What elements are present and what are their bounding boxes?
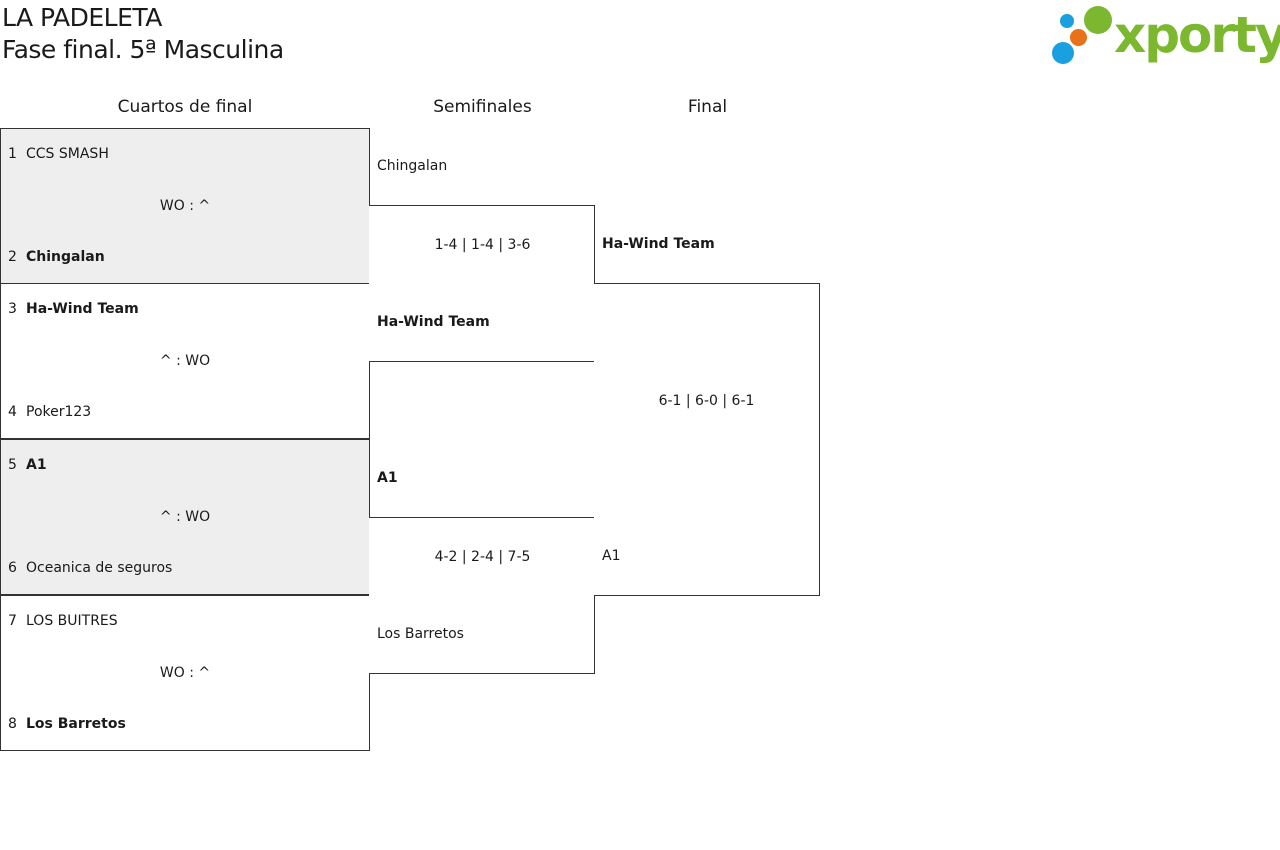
seed-number: 7 (8, 613, 17, 629)
semifinal-team: Chingalan (377, 158, 448, 174)
match-score: ^ : WO (159, 509, 211, 525)
team-name-winner: Chingalan (26, 249, 105, 265)
match-team: 7 LOS BUITRES (8, 612, 118, 630)
logo-dot-icon (1052, 42, 1074, 64)
match-team: 5 A1 (8, 456, 47, 474)
seed-number: 4 (8, 404, 17, 420)
seed-number: 1 (8, 146, 17, 162)
match-score: WO : ^ (159, 665, 211, 681)
seed-number: 6 (8, 560, 17, 576)
seed-number: 3 (8, 301, 17, 317)
round-heading-final: Final (687, 97, 728, 117)
match-team: 2 Chingalan (8, 248, 105, 266)
seed-number: 8 (8, 716, 17, 732)
tournament-title: LA PADELETA (2, 3, 162, 32)
quarterfinal-match-3[interactable]: 5 A1 ^ : WO 6 Oceanica de seguros (0, 439, 370, 595)
tournament-subtitle: Fase final. 5ª Masculina (2, 35, 284, 64)
team-name-winner: A1 (26, 457, 47, 473)
quarterfinal-match-2[interactable]: 3 Ha-Wind Team ^ : WO 4 Poker123 (0, 283, 370, 439)
semifinal-match-2[interactable] (369, 517, 595, 674)
semifinal-team: Los Barretos (377, 626, 464, 642)
semifinal-team-winner: A1 (377, 470, 398, 486)
xporty-logo[interactable]: xporty (1050, 3, 1280, 67)
match-team: 1 CCS SMASH (8, 145, 109, 163)
final-team: A1 (602, 548, 621, 564)
team-name-winner: Ha-Wind Team (26, 301, 139, 317)
match-team: 3 Ha-Wind Team (8, 300, 139, 318)
seed-number: 5 (8, 457, 17, 473)
logo-dot-icon (1070, 29, 1087, 46)
semifinal-match-1[interactable] (369, 205, 595, 362)
final-team-winner: Ha-Wind Team (602, 236, 715, 252)
team-name: LOS BUITRES (26, 613, 118, 629)
quarterfinal-match-4[interactable]: 7 LOS BUITRES WO : ^ 8 Los Barretos (0, 595, 370, 751)
semifinal-team-winner: Ha-Wind Team (377, 314, 490, 330)
match-score: WO : ^ (159, 198, 211, 214)
team-name: Poker123 (26, 404, 92, 420)
logo-dot-icon (1084, 6, 1112, 34)
match-team: 8 Los Barretos (8, 715, 126, 733)
team-name: CCS SMASH (26, 146, 109, 162)
team-name-winner: Los Barretos (26, 716, 126, 732)
logo-dot-icon (1060, 14, 1074, 28)
round-heading-semifinals: Semifinales (433, 97, 532, 117)
match-team: 4 Poker123 (8, 403, 91, 421)
quarterfinal-match-1[interactable]: 1 CCS SMASH WO : ^ 2 Chingalan (0, 128, 370, 284)
match-score: ^ : WO (159, 353, 211, 369)
semifinal-score: 1-4 | 1-4 | 3-6 (434, 237, 531, 253)
match-team: 6 Oceanica de seguros (8, 559, 172, 577)
final-match[interactable] (594, 283, 820, 596)
semifinal-score: 4-2 | 2-4 | 7-5 (434, 549, 531, 565)
logo-wordmark: xporty (1114, 6, 1280, 64)
round-heading-quarterfinals: Cuartos de final (117, 97, 253, 117)
team-name: Oceanica de seguros (26, 560, 173, 576)
seed-number: 2 (8, 249, 17, 265)
final-score: 6-1 | 6-0 | 6-1 (658, 393, 755, 409)
